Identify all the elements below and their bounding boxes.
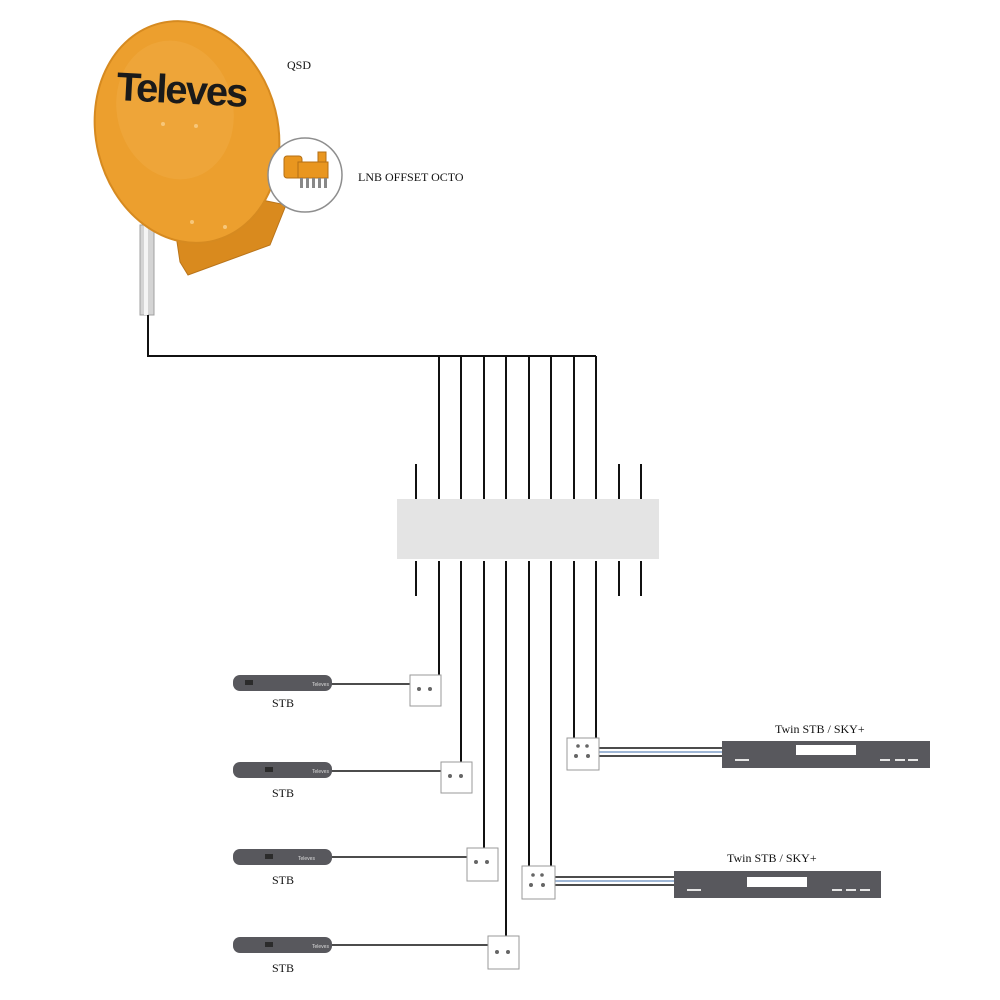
stb-row-1: Televes STB [233, 674, 442, 710]
wall-outlet [409, 674, 442, 707]
wall-outlet [440, 761, 473, 794]
lnb-inset [267, 137, 343, 213]
dish-model-label: QSD [287, 58, 311, 72]
stb-label: STB [272, 786, 294, 800]
stb-box: Televes [233, 937, 332, 953]
stb-label: STB [272, 696, 294, 710]
stb-box: Televes [233, 762, 332, 778]
stb-row-3: Televes STB [233, 847, 499, 887]
wall-outlet [487, 935, 520, 970]
twin-stb-row-1: Twin STB / SKY+ [566, 722, 930, 771]
twin-cable [598, 747, 722, 757]
twin-stb-box [722, 741, 930, 768]
satellite-dish: Televes [93, 20, 287, 316]
twin-wall-outlet [521, 865, 556, 900]
twin-cable [554, 876, 674, 886]
twin-stb-label: Twin STB / SKY+ [775, 722, 865, 736]
multiswitch-outputs [415, 561, 642, 596]
svg-text:Televes: Televes [312, 944, 329, 950]
svg-text:Televes: Televes [312, 769, 329, 775]
dish-reflector [93, 20, 281, 244]
lnb-label: LNB OFFSET OCTO [358, 170, 464, 184]
multiswitch [397, 499, 659, 559]
stb-row-2: Televes STB [233, 761, 473, 800]
stb-box: Televes [233, 675, 332, 691]
dish-brand-text: Televes [116, 65, 249, 116]
lnb-icon [283, 151, 329, 188]
stb-label: STB [272, 873, 294, 887]
wall-outlet [466, 847, 499, 882]
twin-stb-row-2: Twin STB / SKY+ [521, 851, 881, 900]
svg-text:Televes: Televes [298, 856, 315, 862]
twin-stb-label: Twin STB / SKY+ [727, 851, 817, 865]
lnb-cable-bundle [147, 315, 642, 499]
stb-box: Televes [233, 849, 332, 865]
twin-stb-box [674, 871, 881, 898]
svg-text:Televes: Televes [312, 682, 329, 688]
stb-label: STB [272, 961, 294, 975]
stb-row-4: Televes STB [233, 935, 520, 975]
drop-cables [438, 596, 597, 936]
twin-wall-outlet [566, 737, 600, 771]
